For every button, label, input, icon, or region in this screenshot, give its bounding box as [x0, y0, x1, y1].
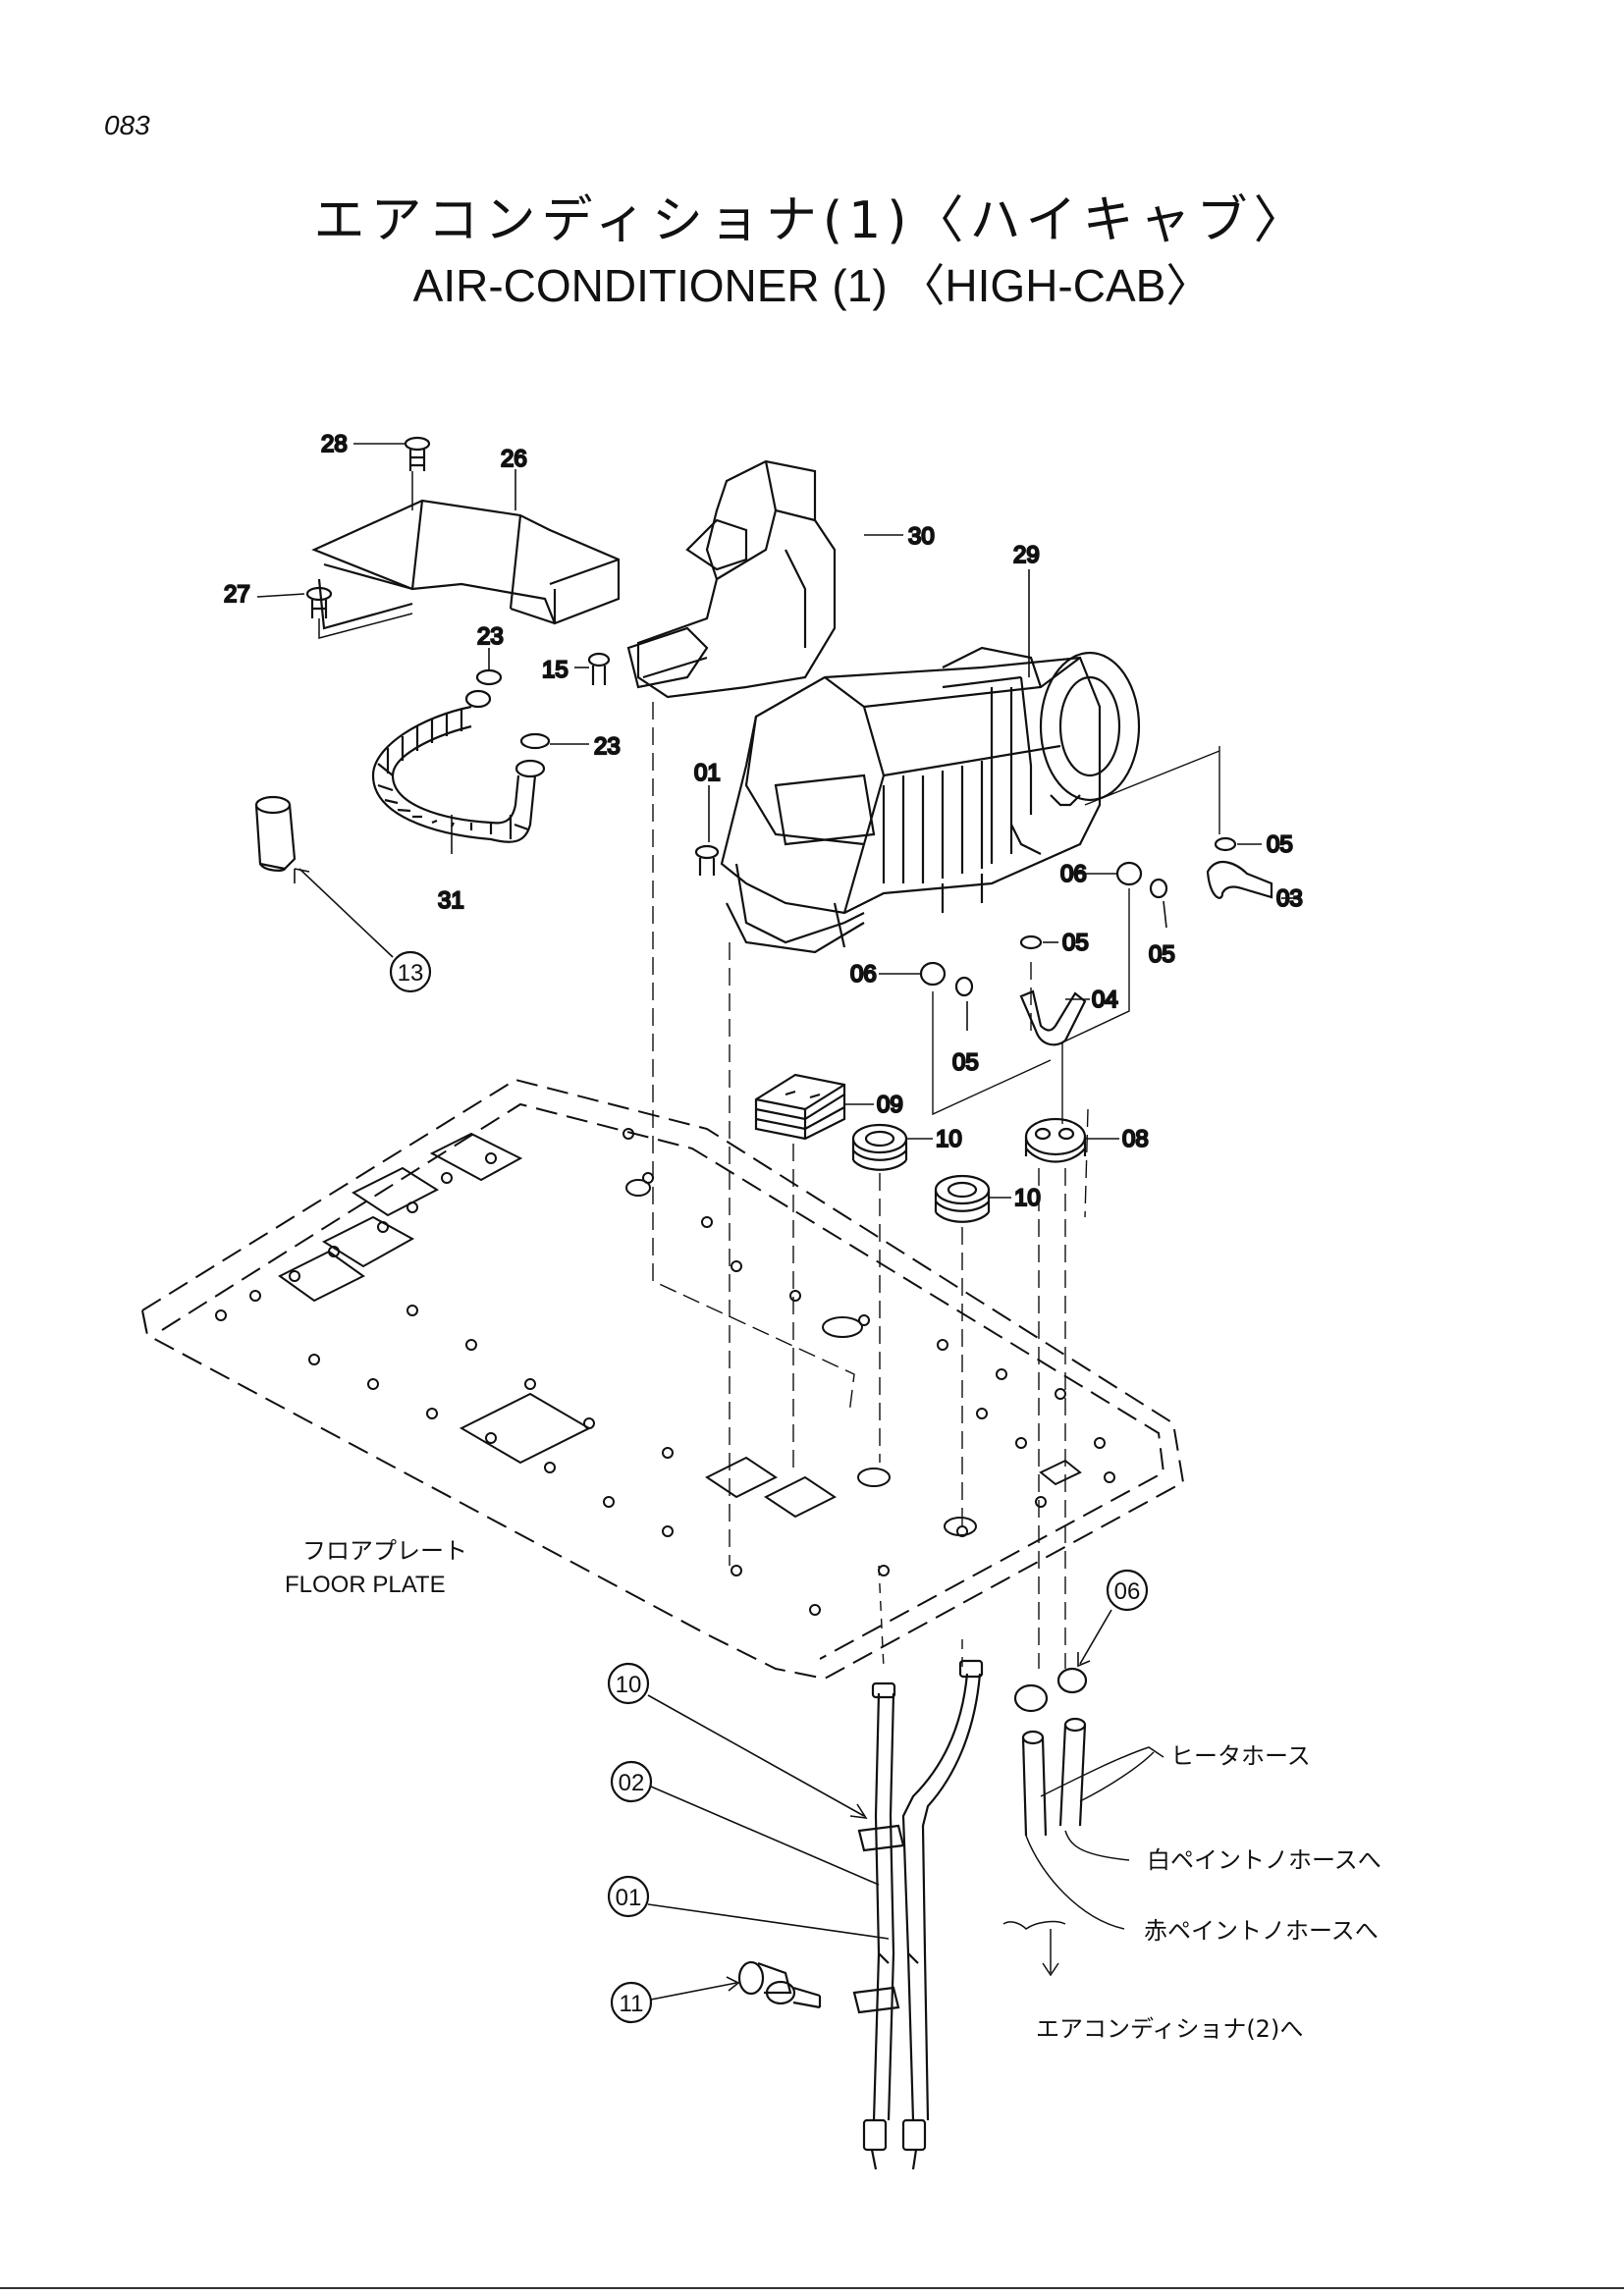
drain-hose-assembly [852, 1659, 984, 2170]
callout-06: 06 [1106, 1569, 1149, 1612]
heater-hose-label: ヒータホース [1170, 1742, 1311, 1770]
label-part-23-upper: 23 [477, 623, 504, 650]
coupler-06-b [919, 961, 947, 987]
clamp-05-c [1019, 934, 1043, 950]
label-part-03: 03 [1276, 885, 1303, 912]
bottom-rule [0, 2287, 1624, 2289]
label-part-29: 29 [1013, 542, 1040, 568]
callout-leaders [294, 868, 1112, 2001]
drain-valve-11 [737, 1960, 822, 2009]
bolt-27 [305, 586, 333, 618]
svg-text:13: 13 [398, 960, 424, 987]
callout-13: 13 [389, 950, 432, 993]
hose-31 [371, 689, 546, 843]
page-title-japanese: エアコンディショナ(1)〈ハイキャブ〉 [313, 191, 1311, 250]
label-part-27: 27 [224, 581, 250, 608]
coupler-06-a [1115, 861, 1143, 886]
label-part-09: 09 [877, 1092, 903, 1118]
floor-plate-label-japanese: フロアプレート [302, 1537, 467, 1565]
label-part-04: 04 [1092, 987, 1118, 1013]
leader-27-26 [318, 471, 413, 639]
svg-text:02: 02 [619, 1770, 645, 1796]
page-number: 083 [104, 110, 150, 140]
heater-hose-leaders [1002, 1746, 1164, 1977]
assembly-lines [652, 702, 1220, 1670]
floor-plate [140, 1078, 1185, 1681]
grommet-10-a [851, 1123, 908, 1171]
to-white-paint-hose-label: 白ペイントノホースへ [1147, 1846, 1381, 1874]
label-part-23-lower: 23 [594, 733, 621, 760]
clamp-05-a [1214, 836, 1237, 852]
label-part-08: 08 [1122, 1126, 1149, 1152]
label-part-26: 26 [501, 446, 527, 472]
bolt-28 [404, 436, 431, 471]
callout-01: 01 [607, 1875, 650, 1918]
to-air-conditioner-2-label: エアコンディショナ(2)へ [1036, 2015, 1303, 2043]
leader-lines [256, 443, 1296, 1199]
label-part-05-a: 05 [1267, 831, 1293, 858]
hose-04 [1019, 989, 1087, 1046]
heater-hoses [1013, 1667, 1088, 1837]
clamp-23-lower [519, 732, 551, 750]
floor-plate-label-english: FLOOR PLATE [285, 1572, 446, 1598]
label-part-05-d: 05 [952, 1049, 979, 1076]
label-part-30: 30 [908, 523, 935, 550]
floor-plate-holes [215, 1128, 1115, 1616]
air-conditioner-unit [720, 646, 1141, 954]
svg-text:10: 10 [616, 1672, 642, 1698]
callout-10: 10 [607, 1662, 650, 1705]
svg-text:01: 01 [616, 1885, 642, 1911]
grommet-08 [1024, 1117, 1087, 1163]
svg-text:11: 11 [620, 1991, 644, 2017]
label-part-28: 28 [321, 431, 348, 457]
bolt-01 [694, 844, 720, 876]
label-part-31: 31 [438, 887, 464, 914]
screw-15 [587, 652, 611, 685]
grommet-10-b [934, 1174, 991, 1223]
clamp-05-d [954, 976, 974, 997]
label-part-06-b: 06 [850, 961, 877, 988]
label-part-01: 01 [694, 760, 721, 786]
callout-02: 02 [610, 1760, 653, 1803]
page-title-english: AIR-CONDITIONER (1) 〈HIGH-CAB〉 [412, 260, 1212, 311]
label-part-05-c: 05 [1062, 930, 1089, 956]
grommet-09 [754, 1073, 846, 1141]
label-part-06-a: 06 [1060, 861, 1087, 887]
svg-text:06: 06 [1114, 1578, 1141, 1605]
label-part-10-b: 10 [1014, 1185, 1041, 1211]
duct-26 [311, 499, 621, 630]
duct-30 [626, 459, 837, 699]
label-part-10-a: 10 [936, 1126, 962, 1152]
callout-11: 11 [610, 1981, 653, 2024]
to-red-paint-hose-label: 赤ペイントノホースへ [1144, 1917, 1379, 1945]
hose-03 [1206, 860, 1273, 899]
label-part-05-b: 05 [1149, 941, 1175, 968]
label-part-15: 15 [542, 657, 568, 683]
clamp-23-upper [475, 668, 503, 686]
part-13-cylinder [254, 795, 297, 872]
clamp-05-b [1149, 878, 1168, 899]
